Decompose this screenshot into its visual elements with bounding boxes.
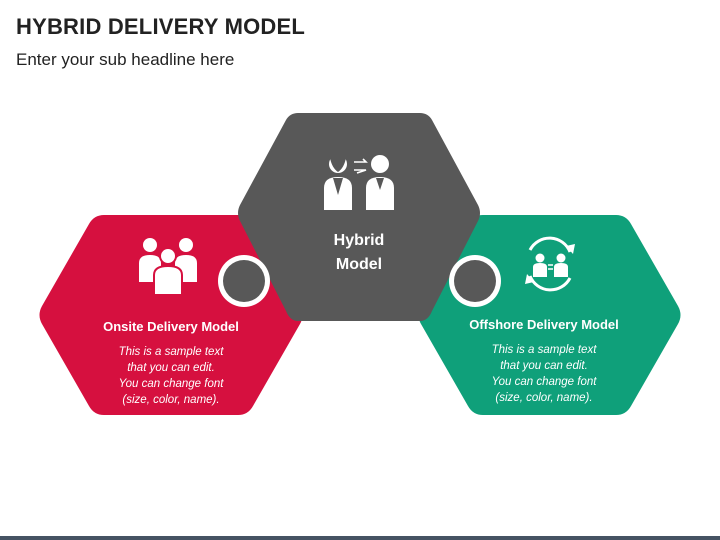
bottom-bar [0, 536, 720, 540]
people-cycle-icon [525, 236, 575, 292]
offshore-body-line-3: You can change font [492, 376, 598, 388]
hybrid-hexagon-shape [238, 113, 480, 321]
page-title: HYBRID DELIVERY MODEL [16, 14, 306, 39]
onsite-title: Onsite Delivery Model [103, 319, 239, 334]
onsite-body-line-2: that you can edit. [127, 362, 215, 374]
hybrid-label-line-2: Model [336, 256, 382, 273]
hybrid-label-line-1: Hybrid [334, 232, 385, 249]
hybrid-hexagon: Hybrid Model [218, 113, 501, 321]
team-group-icon [139, 238, 197, 296]
offshore-body-line-1: This is a sample text [492, 344, 598, 356]
two-people-exchange-icon [324, 154, 394, 210]
onsite-body-line-4: (size, color, name). [122, 394, 219, 406]
offshore-body-line-2: that you can edit. [500, 360, 588, 372]
onsite-body-line-1: This is a sample text [119, 346, 225, 358]
offshore-title: Offshore Delivery Model [469, 317, 619, 332]
page-subtitle: Enter your sub headline here [16, 50, 235, 69]
offshore-body-line-4: (size, color, name). [495, 392, 592, 404]
onsite-body-line-3: You can change font [119, 378, 225, 390]
